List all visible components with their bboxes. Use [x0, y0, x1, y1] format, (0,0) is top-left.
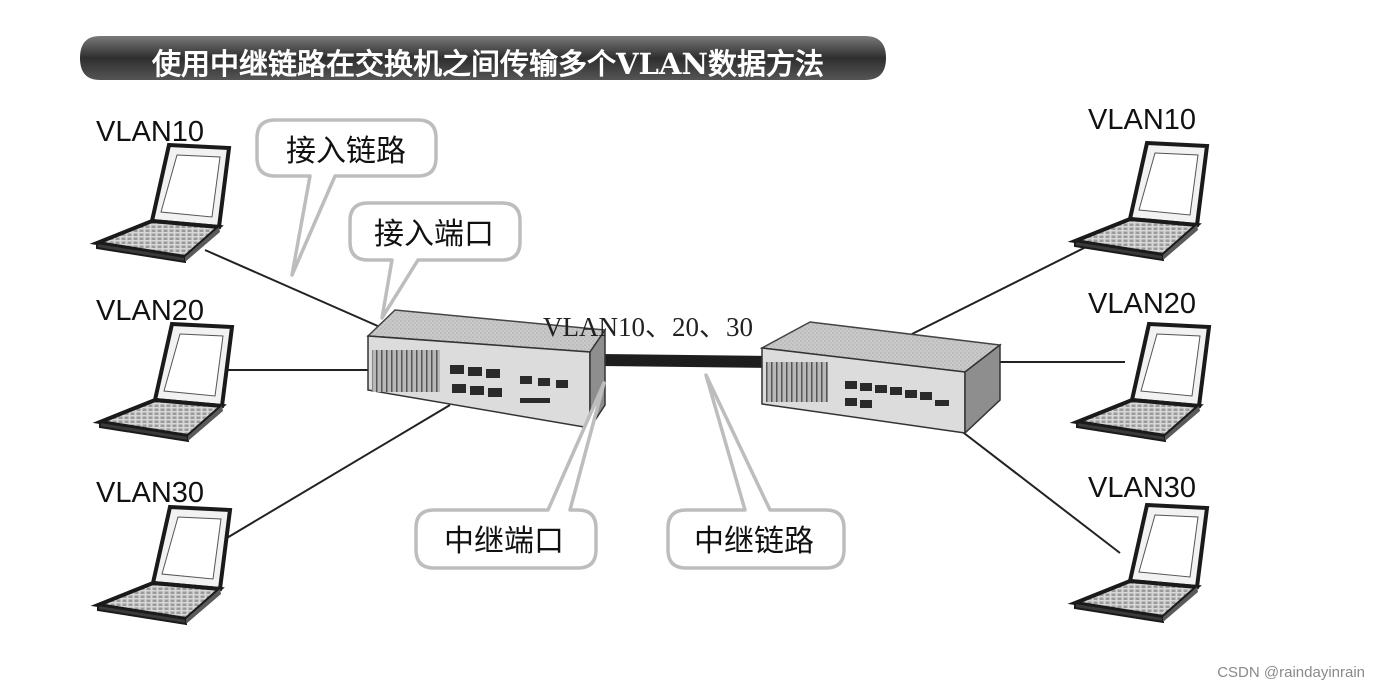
callout-access-link: 接入链路 [255, 118, 438, 277]
laptop-icon [96, 505, 232, 626]
callout-trunk-link: 中继链路 [666, 373, 846, 570]
laptop-left-vlan10 [95, 143, 231, 264]
laptop-left-vlan30 [96, 505, 232, 626]
connection-lines [204, 239, 1125, 554]
access-port-label: 接入端口 [374, 217, 494, 252]
link-right-vlan10 [911, 239, 1101, 335]
left-switch-vents [372, 350, 440, 392]
diagram-title: 使用中继链路在交换机之间传输多个VLAN数据方法 [151, 47, 824, 81]
laptop-icon [1073, 503, 1209, 624]
laptop-left-vlan20 [98, 322, 234, 443]
laptop-right-vlan10 [1073, 141, 1209, 262]
link-left-vlan30 [214, 404, 451, 546]
access-link-label: 接入链路 [286, 134, 406, 169]
left-vlan30-label: VLAN30 [96, 477, 204, 509]
trunk-vlan-label: VLAN10、20、30 [543, 312, 753, 342]
right-switch-vents [766, 362, 828, 402]
left-vlan10-label: VLAN10 [96, 116, 204, 148]
callout-access-port: 接入端口 [348, 201, 522, 320]
right-switch [759, 321, 1002, 435]
right-vlan20-label: VLAN20 [1088, 288, 1196, 320]
link-left-vlan10 [204, 249, 381, 328]
right-vlan30-label: VLAN30 [1088, 472, 1196, 504]
laptop-right-vlan30 [1073, 503, 1209, 624]
right-vlan10-label: VLAN10 [1088, 104, 1196, 136]
trunk-link-label: 中继链路 [694, 524, 814, 559]
laptop-icon [95, 143, 231, 264]
trunk-port-label: 中继端口 [444, 524, 564, 559]
left-switch [366, 309, 607, 431]
left-switch-ports [450, 365, 568, 403]
trunk-link-cable [600, 354, 775, 368]
laptop-right-vlan20 [1075, 322, 1211, 443]
title-banner: 使用中继链路在交换机之间传输多个VLAN数据方法 [80, 36, 886, 81]
right-switch-ports [845, 381, 949, 408]
title-banner-bg [80, 36, 886, 80]
link-right-vlan30 [959, 429, 1121, 554]
laptop-icon [1073, 141, 1209, 262]
laptop-icon [98, 322, 234, 443]
left-vlan20-label: VLAN20 [96, 295, 204, 327]
laptop-icon [1075, 322, 1211, 443]
callout-trunk-port: 中继端口 [414, 381, 606, 570]
watermark: CSDN @raindayinrain [1217, 664, 1365, 681]
